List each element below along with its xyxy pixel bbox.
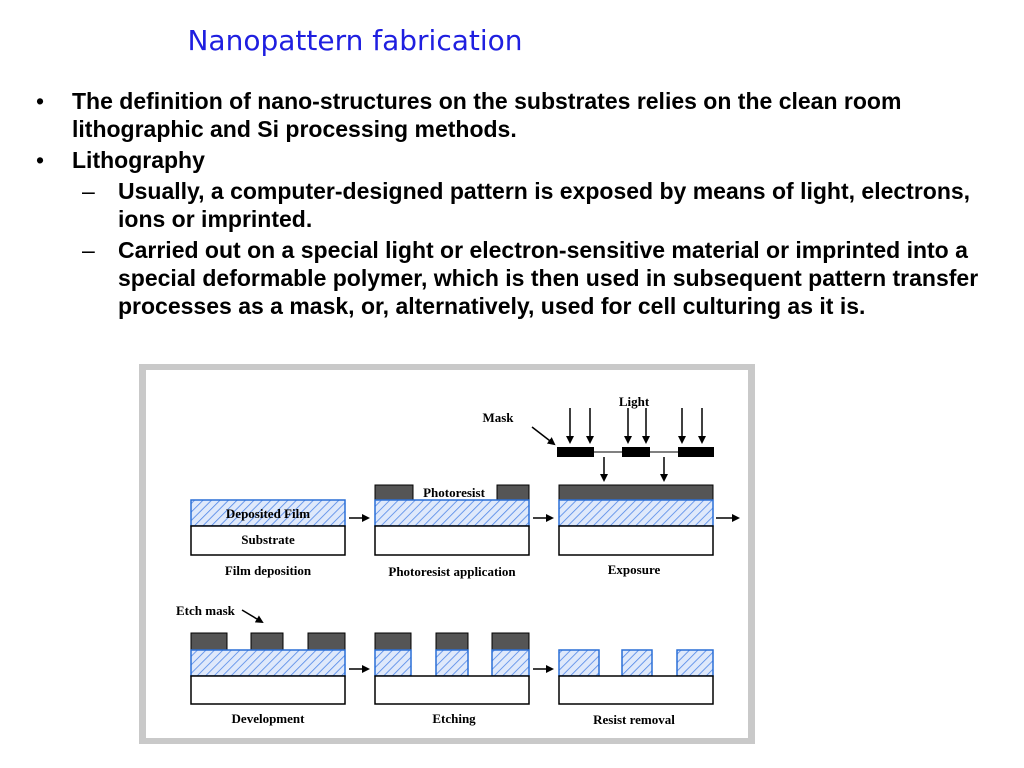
etch-mask-block xyxy=(491,632,530,651)
etch-mask-label: Etch mask xyxy=(176,603,236,618)
light-rays xyxy=(566,408,706,444)
substrate-block xyxy=(558,675,714,705)
step-label: Exposure xyxy=(608,562,661,577)
substrate-block xyxy=(190,525,346,556)
bullet-marker: • xyxy=(35,147,45,173)
step-label: Photoresist application xyxy=(388,564,516,579)
etched-film-feature xyxy=(374,649,412,677)
substrate-block xyxy=(190,675,346,705)
step-resist-removal: Resist removal xyxy=(558,649,714,727)
etched-film-feature xyxy=(491,649,530,677)
light-label: Light xyxy=(619,394,650,409)
photomask xyxy=(557,447,714,457)
step-photoresist-application: Photoresist Photoresist application xyxy=(374,484,530,579)
etched-film-feature xyxy=(435,649,469,677)
step-label: Etching xyxy=(432,711,476,726)
etch-mask-block xyxy=(250,632,284,651)
bullet-list: • The definition of nano-structures on t… xyxy=(30,87,990,323)
substrate-block xyxy=(558,525,714,556)
deposited-film-layer xyxy=(558,499,714,527)
substrate-label: Substrate xyxy=(241,532,295,547)
step-exposure: Light Mask Exposure xyxy=(482,394,740,577)
step-film-deposition: Deposited Film Substrate Film deposition xyxy=(190,499,346,578)
sub-bullet-text: Carried out on a special light or electr… xyxy=(118,237,979,319)
sub-bullet-marker: – xyxy=(82,178,95,204)
bullet-item: • The definition of nano-structures on t… xyxy=(30,87,990,143)
bullet-text: Lithography xyxy=(72,147,205,173)
bullet-text: The definition of nano-structures on the… xyxy=(72,88,902,142)
lithography-diagram: Deposited Film Substrate Film deposition… xyxy=(139,364,755,744)
photoresist-layer xyxy=(374,484,414,501)
step-development: Etch mask Development xyxy=(176,603,346,726)
sub-bullet-marker: – xyxy=(82,237,95,263)
etched-film-feature xyxy=(558,649,600,677)
etch-mask-block xyxy=(374,632,412,651)
deposited-film-layer xyxy=(190,649,346,677)
deposited-film-layer xyxy=(190,499,346,527)
sub-bullet-text: Usually, a computer-designed pattern is … xyxy=(118,178,971,232)
photoresist-layer xyxy=(496,484,530,501)
photoresist-label: Photoresist xyxy=(423,485,486,500)
substrate-block xyxy=(374,675,530,705)
step-label: Film deposition xyxy=(225,563,312,578)
etch-mask-pointer-arrow xyxy=(241,609,264,624)
mask-pointer-arrow xyxy=(531,426,556,446)
step-etching: Etching xyxy=(374,632,530,726)
etched-film-feature xyxy=(676,649,714,677)
lithography-diagram-svg: Deposited Film Substrate Film deposition… xyxy=(146,370,748,738)
bullet-item: • Lithography xyxy=(30,146,990,174)
etch-mask-block xyxy=(190,632,228,651)
etch-mask-block xyxy=(307,632,346,651)
step-label: Resist removal xyxy=(593,712,675,727)
substrate-block xyxy=(374,525,530,556)
deposited-film-label: Deposited Film xyxy=(226,506,310,521)
slide-title: Nanopattern fabrication xyxy=(187,24,523,57)
deposited-film-layer xyxy=(374,499,530,527)
sub-bullet-item: – Carried out on a special light or elec… xyxy=(30,236,990,320)
step-label: Development xyxy=(232,711,306,726)
bullet-marker: • xyxy=(35,88,45,114)
etched-film-feature xyxy=(621,649,653,677)
etch-mask-block xyxy=(435,632,469,651)
photoresist-layer xyxy=(558,484,714,501)
mask-label: Mask xyxy=(482,410,514,425)
sub-bullet-item: – Usually, a computer-designed pattern i… xyxy=(30,177,990,233)
